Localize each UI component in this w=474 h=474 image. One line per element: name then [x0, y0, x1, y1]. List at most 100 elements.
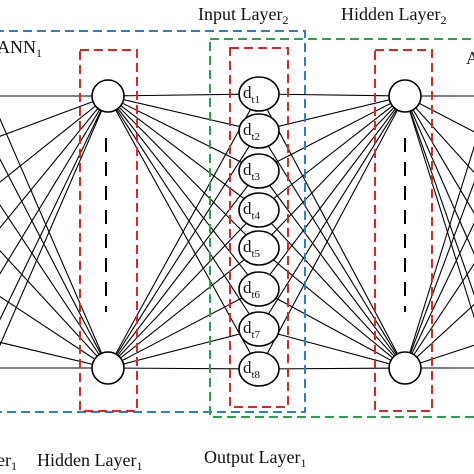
edge-input1-hidden1 — [0, 95, 109, 347]
dnode-8: dt8 — [238, 351, 280, 387]
dnode-1: dt1 — [238, 76, 280, 112]
edge-input1-hidden1 — [0, 95, 109, 275]
edge-input1-hidden1 — [0, 250, 109, 369]
dnode-label-sub: t8 — [252, 369, 261, 381]
hidden-layer1-box — [79, 49, 138, 412]
dnode-label-sub: t3 — [252, 171, 261, 183]
edge-dnode-hidden2 — [258, 93, 406, 97]
edge-input1-hidden1 — [0, 95, 109, 137]
edge-dnode-hidden2 — [258, 288, 406, 369]
edge-dnode-hidden2 — [258, 328, 406, 369]
hidden2-neuron-1 — [388, 79, 422, 113]
hidden-layer2-box — [374, 49, 433, 412]
edge-dnode-hidden2 — [258, 170, 406, 369]
edge-hidden1-dnode — [107, 328, 260, 369]
hidden1-neuron-1 — [91, 79, 125, 113]
edge-hidden1-dnode — [107, 93, 260, 97]
dnode-label-main: d — [243, 318, 252, 337]
middle-layer-box — [229, 47, 289, 408]
dnode-6: dt6 — [238, 271, 280, 307]
edge-hidden1-dnode — [107, 95, 260, 370]
dnode-label-sub: t2 — [252, 131, 261, 143]
output-layer1-label: Output Layer1 — [204, 447, 306, 470]
dnode-circle — [238, 153, 280, 189]
dnode-label: dt3 — [243, 160, 261, 183]
edge-dnode-hidden2 — [258, 247, 406, 369]
edge-dnode-hidden2 — [258, 95, 406, 132]
edge-hidden1-dnode — [107, 95, 260, 249]
edge-hidden1-dnode — [107, 95, 260, 330]
dnode-circle — [238, 271, 280, 307]
edge-hidden2-output2 — [404, 303, 474, 369]
dnode-label: dt6 — [243, 278, 261, 301]
edge-hidden1-dnode — [107, 95, 260, 172]
edge-dnode-hidden2 — [258, 95, 406, 290]
edge-hidden1-dnode — [107, 247, 260, 369]
edge-hidden2-output2 — [404, 95, 474, 214]
dnode-label: dt2 — [243, 120, 260, 143]
ann2-label: A — [466, 48, 474, 68]
edge-hidden1-dnode — [107, 93, 260, 369]
hidden-layer1-label: Hidden Layer1 — [37, 450, 142, 473]
input-layer1-label-partial: er1 — [0, 450, 17, 473]
dnode-label-main: d — [243, 83, 252, 102]
dnode-circle — [238, 113, 280, 149]
ann1-boundary-box — [0, 30, 306, 413]
ann1-label: ANN1 — [0, 37, 42, 60]
edge-dnode-hidden2 — [258, 130, 406, 369]
ann2-boundary-box — [209, 38, 474, 418]
edge-dnode-hidden2 — [258, 367, 406, 370]
edge-hidden1-dnode — [107, 95, 260, 211]
dnode-4: dt4 — [238, 192, 280, 228]
dnode-label-main: d — [243, 160, 252, 179]
dnode-label: dt1 — [243, 83, 260, 106]
edge-dnode-hidden2 — [258, 95, 406, 249]
dnode-label-sub: t7 — [252, 329, 261, 341]
dnode-label-main: d — [243, 237, 252, 256]
dnode-2: dt2 — [238, 113, 280, 149]
hidden1-neuron-2 — [91, 351, 125, 385]
dnode-7: dt7 — [238, 311, 280, 347]
edge-hidden1-dnode — [107, 367, 260, 370]
dnode-label: dt5 — [243, 237, 261, 260]
hidden-layer2-label: Hidden Layer2 — [341, 4, 446, 27]
edge-hidden1-dnode — [107, 95, 260, 132]
dnode-label-main: d — [243, 358, 252, 377]
edge-hidden1-dnode — [107, 130, 260, 369]
dnode-circle — [238, 230, 280, 266]
dnode-label-main: d — [243, 278, 252, 297]
dnode-label-sub: t6 — [252, 289, 261, 301]
edge-input1-hidden1 — [0, 158, 109, 369]
dnode-circle — [238, 76, 280, 112]
input-layer2-label: Input Layer2 — [198, 4, 288, 27]
dnode-circle — [238, 192, 280, 228]
edge-dnode-hidden2 — [258, 93, 406, 369]
edge-dnode-hidden2 — [258, 95, 406, 172]
edge-input1-hidden1 — [0, 204, 109, 369]
dnode-label-sub: t4 — [252, 210, 261, 222]
edge-hidden2-output2 — [404, 263, 474, 369]
dnode-label: dt7 — [243, 318, 261, 341]
dnode-circle — [238, 351, 280, 387]
edge-input1-hidden1 — [0, 95, 109, 229]
dnode-label-sub: t5 — [252, 248, 261, 260]
edge-dnode-hidden2 — [258, 95, 406, 370]
hidden2-neuron-2 — [388, 351, 422, 385]
edge-dnode-hidden2 — [258, 95, 406, 330]
dnode-circle — [238, 311, 280, 347]
dnode-5: dt5 — [238, 230, 280, 266]
edge-dnode-hidden2 — [258, 95, 406, 211]
edge-hidden2-output2 — [404, 95, 474, 255]
edge-hidden1-dnode — [107, 95, 260, 290]
connection-lines — [0, 93, 474, 370]
edge-input1-hidden1 — [0, 95, 109, 183]
edge-input1-hidden1 — [0, 117, 109, 369]
edge-input1-hidden1 — [0, 295, 109, 369]
edge-dnode-hidden2 — [258, 209, 406, 369]
edge-input1-hidden1 — [0, 95, 109, 321]
edge-hidden1-dnode — [107, 170, 260, 369]
dnode-3: dt3 — [238, 153, 280, 189]
dnode-label: dt4 — [243, 199, 261, 222]
